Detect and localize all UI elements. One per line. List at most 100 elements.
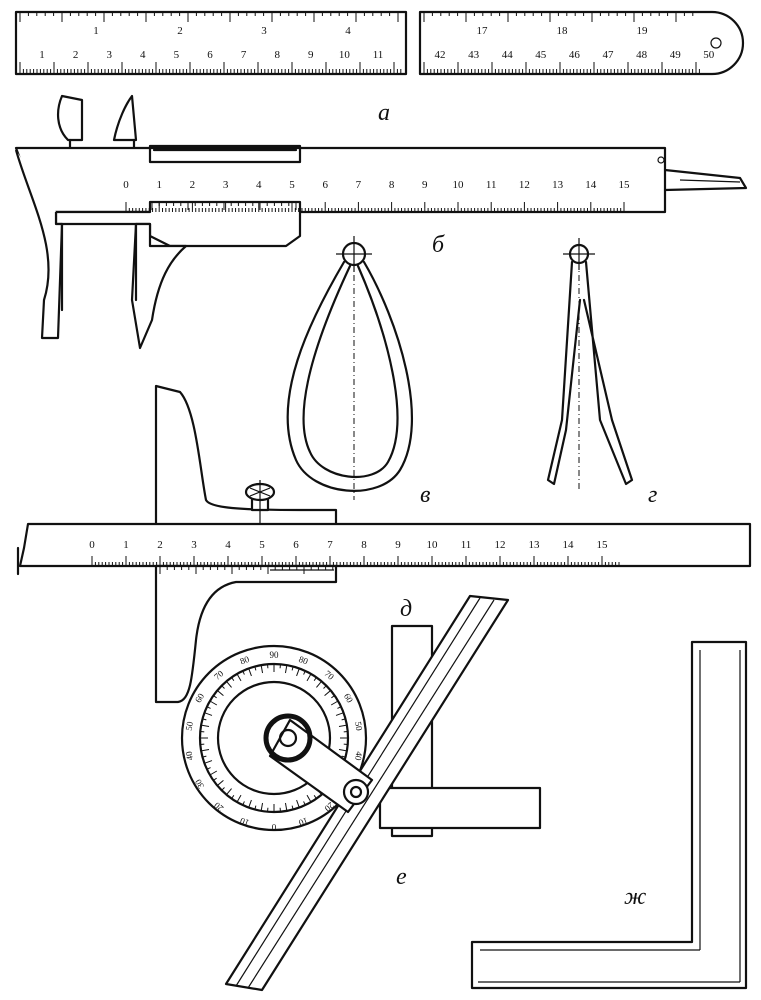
scale-label: 12 — [519, 179, 530, 191]
protractor-dial-ticks — [200, 664, 348, 812]
dial-tick — [216, 690, 224, 696]
scale-label: 15 — [597, 539, 609, 551]
dial-tick — [213, 777, 217, 781]
scale-label: 1 — [123, 539, 129, 551]
dial-tick — [254, 666, 257, 671]
dial-tick — [338, 724, 347, 728]
caliper-leg-inner — [302, 264, 399, 478]
scale-label: 7 — [356, 179, 362, 191]
dial-label: 10 — [297, 816, 309, 829]
scale-label: 10 — [453, 179, 465, 191]
dial-tick — [341, 755, 346, 758]
try-square-outline — [470, 640, 748, 990]
caption-a: а — [378, 100, 390, 126]
dial-label: 0 — [271, 822, 276, 832]
protractor-lock-knob — [342, 778, 370, 806]
dial-tick — [323, 685, 327, 689]
scale-label: 5 — [289, 179, 295, 191]
dial-tick — [341, 718, 346, 721]
dial-tick — [324, 690, 332, 696]
scale-label: 3 — [223, 179, 229, 191]
scale-label: 17 — [477, 25, 489, 37]
caliper-vernier-plate — [54, 200, 302, 248]
dial-tick — [201, 724, 210, 728]
dial-tick — [296, 668, 300, 677]
dial-tick — [204, 760, 213, 764]
scale-label: 1 — [93, 25, 99, 37]
scale-label: 4 — [256, 179, 262, 191]
scale-label: 3 — [106, 49, 112, 61]
dial-tick — [204, 712, 213, 716]
scale-label: 0 — [89, 539, 95, 551]
dial-tick — [209, 700, 218, 706]
scale-label: 48 — [636, 49, 648, 61]
ruler-left-segment — [14, 10, 408, 76]
scale-label: 46 — [569, 49, 581, 61]
scale-label: 49 — [670, 49, 682, 61]
caliper-upper-movable-jaw — [112, 94, 138, 142]
scale-label: 9 — [395, 539, 401, 551]
scale-label: 43 — [468, 49, 480, 61]
scale-label: 42 — [435, 49, 446, 61]
dial-label: 40 — [184, 750, 195, 761]
dial-tick — [231, 795, 235, 799]
dial-tick — [303, 801, 306, 806]
scale-label: 0 — [123, 179, 129, 191]
dial-tick — [313, 677, 317, 681]
ruler-right-segment — [418, 10, 745, 76]
dial-tick — [226, 788, 232, 796]
depth-gauge-lower-body — [154, 564, 338, 704]
outside-calipers-v — [286, 236, 413, 500]
scale-label: 6 — [207, 49, 213, 61]
ruler-a-ticks — [19, 12, 700, 74]
dial-tick — [216, 780, 224, 786]
dial-label: 40 — [353, 751, 364, 762]
dial-tick — [242, 801, 245, 806]
dial-tick — [201, 748, 210, 752]
scale-label: 7 — [327, 539, 333, 551]
dial-tick — [254, 805, 257, 810]
scale-label: 2 — [177, 25, 183, 37]
dial-tick — [260, 802, 264, 811]
dial-tick — [313, 795, 317, 799]
try-square-zh — [470, 640, 748, 990]
scale-label: 47 — [603, 49, 615, 61]
caption-e: е — [396, 864, 407, 890]
scale-label: 10 — [427, 539, 439, 551]
scale-label: 12 — [495, 539, 506, 551]
dial-tick — [221, 787, 225, 791]
caliper-main-beam — [14, 146, 667, 214]
caption-g: г — [648, 482, 657, 508]
protractor-square-foot — [378, 786, 542, 830]
caliper-ticks — [125, 202, 625, 212]
scale-label: 45 — [535, 49, 547, 61]
dial-tick — [338, 748, 347, 752]
dial-tick — [206, 767, 211, 770]
caption-v: в — [420, 482, 430, 508]
scale-label: 19 — [637, 25, 649, 37]
caliper-depth-rod — [663, 168, 748, 192]
dial-tick — [291, 666, 294, 671]
scale-label: 10 — [339, 49, 351, 61]
dial-tick — [236, 794, 242, 803]
caption-d: д — [400, 596, 412, 622]
dial-label: 80 — [297, 654, 309, 667]
scale-label: 1 — [39, 49, 45, 61]
dial-tick — [248, 799, 252, 808]
dial-tick — [248, 668, 252, 677]
scale-label: 8 — [361, 539, 367, 551]
caliper-lower-fixed-jaw — [14, 149, 64, 340]
depth-gauge-ticks — [91, 556, 620, 574]
scale-label: 13 — [552, 179, 564, 191]
scale-label: 9 — [422, 179, 428, 191]
scale-label: 9 — [308, 49, 314, 61]
dial-label: 80 — [239, 654, 251, 667]
scale-label: 14 — [585, 179, 597, 191]
dial-tick — [303, 670, 306, 675]
dial-label: 10 — [238, 815, 250, 828]
dial-tick — [337, 706, 342, 709]
caliper-upper-fixed-jaw — [56, 94, 84, 142]
